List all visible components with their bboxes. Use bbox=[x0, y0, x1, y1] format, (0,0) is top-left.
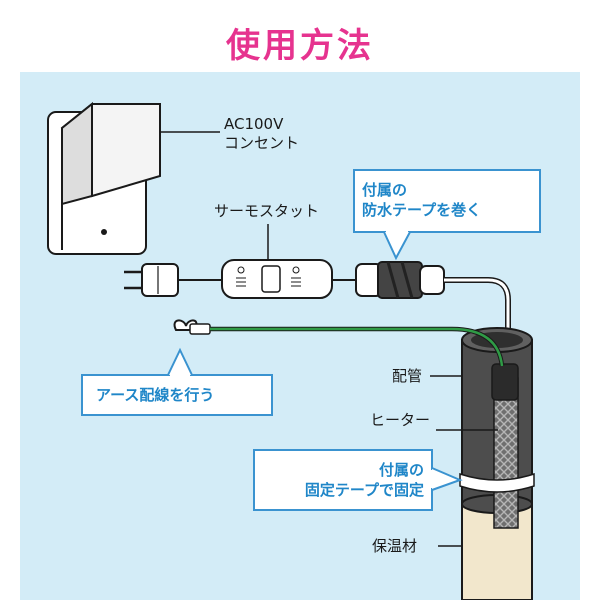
thermostat-icon bbox=[221, 259, 333, 299]
page-title: 使用方法 bbox=[226, 26, 374, 66]
pipe-label: 配管 bbox=[392, 367, 423, 385]
callout-fix-line1: 付属の bbox=[378, 461, 424, 479]
fixing-tape bbox=[459, 472, 535, 493]
callout-ground-text: アース配線を行う bbox=[96, 386, 215, 404]
insulation-label: 保温材 bbox=[372, 537, 418, 555]
callout-waterproof-line1: 付属の bbox=[362, 181, 408, 199]
callout-fix-text: 付属の 固定テープで固定 bbox=[264, 460, 424, 500]
ground-wire bbox=[173, 319, 505, 367]
wall-outlet-icon bbox=[47, 101, 161, 255]
callout-waterproof-box bbox=[353, 169, 541, 261]
heater-label: ヒーター bbox=[370, 411, 431, 429]
power-plug-icon bbox=[124, 263, 179, 297]
connector-with-tape-icon bbox=[355, 261, 445, 299]
heater-end-cap bbox=[491, 363, 519, 401]
callout-ground-box bbox=[81, 347, 273, 416]
thermostat-label: サーモスタット bbox=[214, 202, 320, 220]
outlet-label: AC100V コンセント bbox=[224, 115, 299, 153]
callout-waterproof-line2: 防水テープを巻く bbox=[362, 201, 482, 219]
outlet-label-line2: コンセント bbox=[224, 134, 300, 152]
callout-fix-line2: 固定テープで固定 bbox=[304, 481, 424, 499]
callout-waterproof-text: 付属の 防水テープを巻く bbox=[362, 180, 481, 220]
callout-fix-box bbox=[253, 449, 463, 511]
heater-braid bbox=[493, 377, 519, 529]
outlet-label-line1: AC100V bbox=[224, 115, 284, 133]
